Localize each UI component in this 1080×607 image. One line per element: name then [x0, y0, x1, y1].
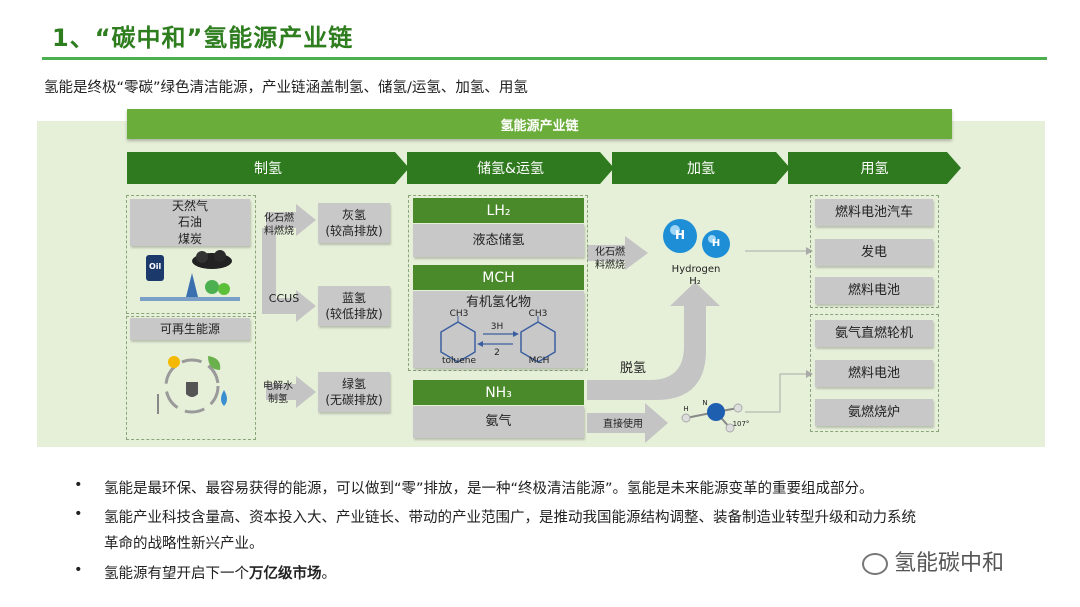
hydrogen-molecule-icon: [663, 219, 730, 258]
refuel-fossil-burn-label: 化石燃 料燃烧: [595, 247, 625, 271]
bullet-1: • 氢能是最环保、最容易获得的能源，可以做到“零”排放，是一种“终极清洁能源”。…: [74, 477, 874, 498]
bullet-3-bold: 万亿级市场: [249, 566, 322, 582]
water-drop-icon: [221, 390, 227, 406]
oil-barrel-icon: [146, 255, 164, 281]
chain-title-bar: 氢能源产业链: [127, 109, 952, 139]
nitrogen-label: N: [702, 399, 708, 407]
bullet-dot: •: [74, 506, 83, 522]
bullet-dot: •: [74, 562, 83, 578]
hydrogen-atom-1-label: H: [674, 228, 686, 242]
toluene-label: toluene: [441, 356, 477, 366]
mch-desc-label: 有机氢化物: [465, 295, 531, 310]
cycle-icon: [164, 358, 220, 414]
bullet-3-text: 氢能源有望开启下一个: [104, 566, 249, 582]
arrow-to-hydrogen: [587, 236, 648, 270]
watermark: 氢能碳中和: [862, 545, 1004, 577]
arrow-to-green: [266, 376, 316, 408]
green-hydrogen-box: 绿氢 (无碳排放): [318, 372, 390, 412]
usage-group-hydrogen: [810, 195, 939, 308]
mch-desc-box: [413, 291, 584, 368]
storage-group: [408, 195, 588, 371]
usage-ammonia-turbine: 氨气直燃轮机: [815, 320, 933, 347]
usage-group-ammonia: [810, 314, 939, 432]
electrolysis-label: 电解水 制氢: [263, 381, 293, 405]
mch-molecule-label: MCH: [528, 356, 550, 366]
fossil-sources-box: 天然气 石油 煤炭: [130, 199, 250, 246]
oil-text: Oil: [149, 262, 162, 271]
toluene-ring-icon: [440, 321, 476, 363]
direct-use-label: 直接使用: [603, 419, 643, 430]
usage-fuel-cell-1: 燃料电池: [815, 277, 933, 304]
grey-hydrogen-box: 灰氢 (较高排放): [318, 203, 390, 243]
nh3-header: NH₃: [413, 380, 584, 405]
usage-fuel-cell-vehicle: 燃料电池汽车: [815, 199, 933, 226]
stage-production: 制氢: [127, 152, 409, 184]
sun-icon: [168, 356, 180, 368]
tree-icon: [205, 280, 219, 294]
mch-ring-icon: [520, 321, 556, 363]
hydrogen-atom-2-label: H: [711, 238, 721, 249]
nh3-desc-box: 氨气: [413, 406, 584, 438]
usage-power-generation: 发电: [815, 239, 933, 266]
lh2-desc-box: 液态储氢: [413, 224, 584, 257]
bullet-3: • 氢能源有望开启下一个万亿级市场。: [74, 562, 337, 583]
plug-icon: [186, 382, 198, 397]
bullet-2: • 氢能产业科技含量高、资本投入大、产业链长、带动的产业范围广，是推动我国能源结…: [74, 506, 916, 527]
hydrogen-label: Hydrogen: [671, 264, 721, 275]
watermark-text: 氢能碳中和: [894, 551, 1005, 576]
ch3-right-label: CH3: [528, 309, 548, 319]
stage-usage: 用氢: [788, 152, 961, 184]
arrow-direct-use: [587, 403, 668, 443]
page-subtitle: 氢能是终极“零碳”绿色清洁能源，产业链涵盖制氢、储氢/运氢、加氢、用氢: [44, 80, 528, 96]
ch3-left-label: CH3: [449, 309, 469, 319]
bullet-2-continued-text: 革命的战略性新兴产业。: [104, 536, 264, 552]
arrow-to-blue: [262, 228, 316, 322]
lh2-header: LH₂: [413, 198, 584, 223]
stage-storage: 储氢&运氢: [407, 152, 614, 184]
fossil-group: [126, 195, 256, 314]
dehydrogenation-label: 2: [494, 348, 500, 358]
arrow-dehydro: [587, 282, 720, 400]
hydrogenation-label: 3H: [490, 322, 504, 332]
usage-fuel-cell-2: 燃料电池: [815, 360, 933, 387]
usage-ammonia-furnace: 氨燃烧炉: [815, 399, 933, 426]
mch-header: MCH: [413, 265, 584, 290]
renewable-group: [126, 316, 256, 440]
renewable-box: 可再生能源: [130, 318, 250, 340]
bond-angle-label: 107°: [732, 420, 750, 428]
gas-tower-icon: [186, 273, 198, 297]
ammonia-h-label: H: [683, 405, 689, 413]
ccus-label: CCUS: [268, 292, 300, 305]
stage-refuel: 加氢: [612, 152, 790, 184]
title-divider: [42, 57, 1047, 60]
arrow-to-grey: [266, 204, 316, 236]
bullet-dot: •: [74, 477, 83, 493]
bullet-3-end: 。: [321, 566, 337, 582]
leaf-icon: [208, 356, 221, 370]
fossil-burn-label: 化石燃 料燃烧: [264, 213, 294, 237]
page-title: 1、“碳中和”氢能源产业链: [52, 24, 354, 52]
dehydro-label: 脱氢: [619, 361, 646, 376]
h2-label: H₂: [689, 276, 701, 287]
wechat-icon: [862, 553, 888, 575]
bullet-2-text: 氢能产业科技含量高、资本投入大、产业链长、带动的产业范围广，是推动我国能源结构调…: [104, 510, 916, 526]
blue-hydrogen-box: 蓝氢 (较低排放): [318, 286, 390, 326]
bullet-2-continued: 革命的战略性新兴产业。: [104, 532, 264, 553]
ammonia-molecule-icon: [681, 403, 743, 433]
renewable-icons: [157, 356, 227, 414]
mch-molecule-diagram: [440, 316, 556, 363]
bullet-1-text: 氢能是最环保、最容易获得的能源，可以做到“零”排放，是一种“终极清洁能源”。氢能…: [104, 481, 874, 497]
fossil-icons: Oil: [140, 250, 240, 301]
